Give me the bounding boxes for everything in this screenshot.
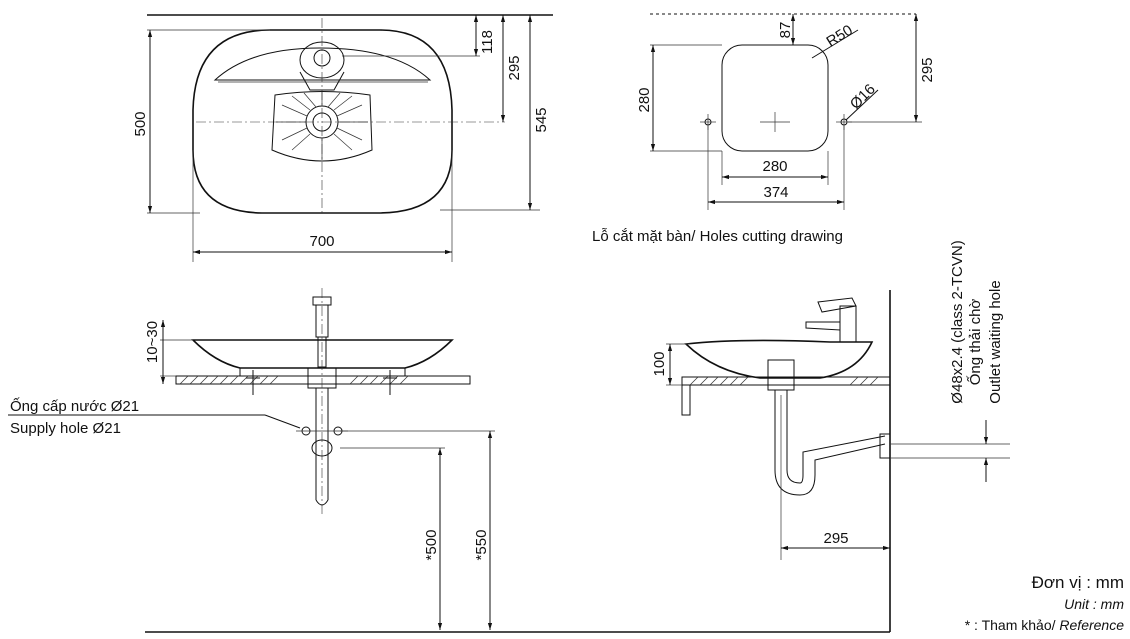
- dim-280-vertical: 280: [636, 87, 653, 112]
- units-legend: Đơn vị : mm Unit : mm * : Tham khảo/ Ref…: [965, 573, 1125, 633]
- dim-118: 118: [479, 30, 496, 54]
- supply-label-en: Supply hole Ø21: [10, 420, 121, 437]
- dim-374: 374: [763, 184, 788, 201]
- front-view: 10~30 *500 *550 Ống cấp nước Ø21 Supply …: [8, 288, 495, 630]
- dim-280-horizontal: 280: [762, 158, 787, 175]
- dim-295-cut: 295: [919, 57, 936, 82]
- unit-label-en: Unit : mm: [1064, 596, 1124, 612]
- dim-500-height: *500: [423, 530, 440, 561]
- dim-10-30: 10~30: [144, 321, 161, 363]
- side-view: 100 295 Ø48x2.4 (class 2-TCVN) Ống thải …: [651, 240, 1010, 632]
- dim-o16: Ø16: [847, 81, 879, 113]
- unit-label-vn: Đơn vị : mm: [1032, 573, 1124, 592]
- supply-label-vn: Ống cấp nước Ø21: [10, 397, 139, 415]
- reference-en: Reference: [1059, 617, 1124, 633]
- dim-r50: R50: [823, 22, 855, 51]
- reference-prefix: * : Tham khảo/: [965, 617, 1060, 633]
- dim-545: 545: [533, 107, 550, 132]
- dim-700: 700: [309, 233, 334, 250]
- dim-295: 295: [506, 55, 523, 80]
- cutting-drawing: 87 R50 Ø16 295 280 280 374 Lỗ cắt mặt bà…: [592, 13, 936, 245]
- outlet-label-vn: Ống thải chờ: [966, 299, 984, 386]
- reference-note: * : Tham khảo/ Reference: [965, 617, 1124, 633]
- dim-550-height: *550: [473, 530, 490, 561]
- dim-500: 500: [132, 111, 149, 136]
- outlet-label-spec: Ø48x2.4 (class 2-TCVN): [949, 240, 966, 403]
- top-view: 118 295 545 500 700: [132, 14, 553, 262]
- dim-295-side: 295: [823, 530, 848, 547]
- outlet-label-en: Outlet waiting hole: [987, 280, 1004, 403]
- cutting-caption: Lỗ cắt mặt bàn/ Holes cutting drawing: [592, 228, 843, 245]
- dim-87: 87: [777, 22, 794, 39]
- dim-100: 100: [651, 351, 668, 376]
